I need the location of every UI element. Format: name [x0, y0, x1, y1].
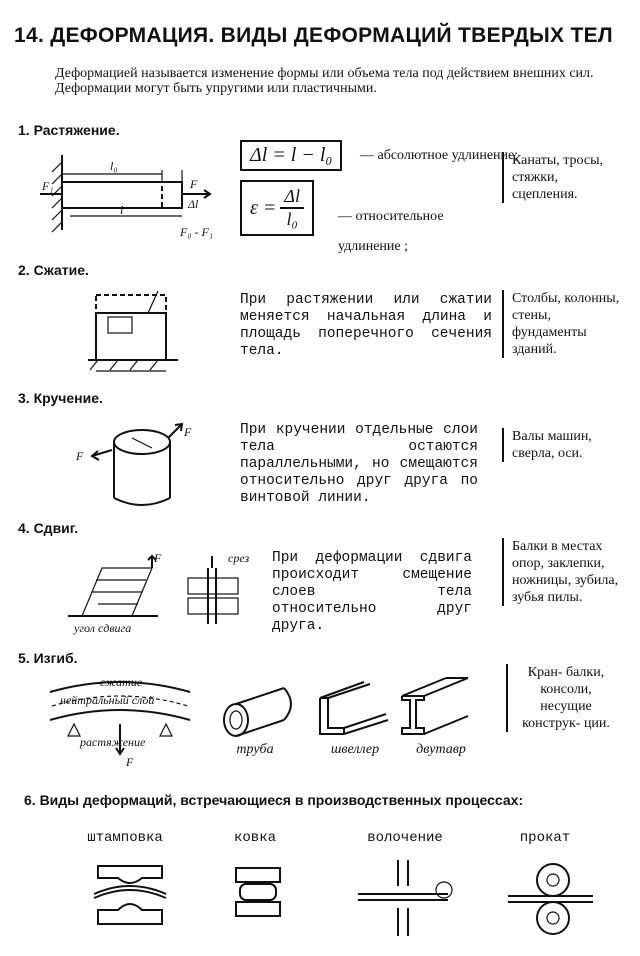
- torsion-label-F-left: F: [75, 449, 84, 463]
- shear-label-angle: угол сдвига: [73, 621, 131, 635]
- process-label-stamping: штамповка: [87, 830, 163, 846]
- torsion-figure: F F: [75, 422, 192, 506]
- channel-profile-icon: [319, 681, 389, 735]
- tension-figure: l₀ l F₁ F Δl F₀ - F₁: [40, 155, 213, 239]
- page-title: 14. ДЕФОРМАЦИЯ. ВИДЫ ДЕФОРМАЦИЙ ТВЕРДЫХ …: [14, 24, 613, 47]
- process-label-rolling: прокат: [519, 830, 571, 846]
- compression-text: При растяжении или сжатии меняется начал…: [240, 292, 492, 359]
- section-heading-tension: 1. Растяжение.: [18, 122, 120, 138]
- compression-figure: [88, 290, 178, 372]
- process-label-drawing: волочение: [367, 830, 443, 846]
- section-heading-shear: 4. Сдвиг.: [18, 520, 79, 536]
- profile-caption-ibeam: двутавр: [416, 742, 466, 757]
- absolute-elongation-formula: Δl = l − l₀: [240, 140, 343, 171]
- tension-label-F: F: [189, 177, 198, 191]
- torsion-uses: Валы машин, сверла, оси.: [502, 428, 612, 462]
- rolling-icon: [508, 863, 593, 935]
- deformation-types-text: Деформации могут быть упругими или пласт…: [55, 81, 377, 96]
- compression-uses: Столбы, колонны, стены, фундаменты здани…: [502, 290, 622, 358]
- profile-caption-channel: швеллер: [330, 742, 380, 757]
- tension-uses: Канаты, тросы, стяжки, сцепления.: [502, 152, 622, 203]
- tension-label-diff: F₀ - F₁: [179, 225, 213, 239]
- tension-label-l: l: [120, 203, 124, 217]
- section-heading-processes: 6. Виды деформаций, встречающиеся в прои…: [24, 792, 524, 808]
- drawing-icon: [358, 860, 453, 936]
- tension-label-F1: F₁: [41, 179, 54, 193]
- shear-label-F: F: [153, 551, 162, 565]
- bending-label-F: F: [125, 755, 134, 769]
- fraction-numerator: Δl: [280, 186, 304, 209]
- shear-uses: Балки в местах опор, заклепки, ножницы, …: [502, 538, 620, 606]
- process-label-forging: ковка: [233, 830, 276, 846]
- bending-uses: Кран- балки, консоли, несущие конструк- …: [506, 664, 616, 732]
- shear-label-cut: срез: [228, 551, 249, 565]
- profile-caption-pipe: труба: [236, 742, 274, 757]
- relative-elongation-formula: ε = Δl l₀: [240, 180, 314, 236]
- bending-label-neutral: нейтральный слой: [60, 693, 154, 707]
- tension-label-dl: Δl: [187, 197, 199, 211]
- relative-elongation-lhs: ε =: [250, 196, 277, 219]
- bending-label-compress: сжатие: [100, 675, 143, 689]
- pipe-profile-icon: [223, 687, 292, 737]
- shear-text: При деформации сдвига происходит смещени…: [272, 550, 472, 634]
- intro-text: Деформацией называется изменение формы и…: [55, 66, 615, 96]
- bending-figure: сжатие нейтральный слой растяжение F: [49, 675, 191, 769]
- torsion-label-F-right: F: [183, 425, 192, 439]
- section-heading-compression: 2. Сжатие.: [18, 262, 89, 278]
- shear-figure: угол сдвига F срез: [68, 551, 249, 635]
- fraction-denominator: l₀: [286, 209, 298, 229]
- relative-elongation-fraction: Δl l₀: [280, 186, 304, 230]
- forging-icon: [235, 867, 281, 917]
- absolute-elongation-note: — абсолютное удлинение;: [360, 148, 519, 163]
- stamping-icon: [93, 865, 167, 925]
- torsion-text: При кручении отдельные слои тела остаютс…: [240, 422, 478, 506]
- ibeam-profile-icon: [401, 677, 469, 735]
- relative-elongation-note: — относительное удлинение ;: [338, 209, 444, 254]
- section-heading-bending: 5. Изгиб.: [18, 650, 78, 666]
- tension-label-l0: l₀: [110, 159, 118, 173]
- bending-label-stretch: растяжение: [79, 735, 146, 749]
- section-heading-torsion: 3. Кручение.: [18, 390, 103, 406]
- definition-text: Деформацией называется изменение формы и…: [55, 66, 594, 81]
